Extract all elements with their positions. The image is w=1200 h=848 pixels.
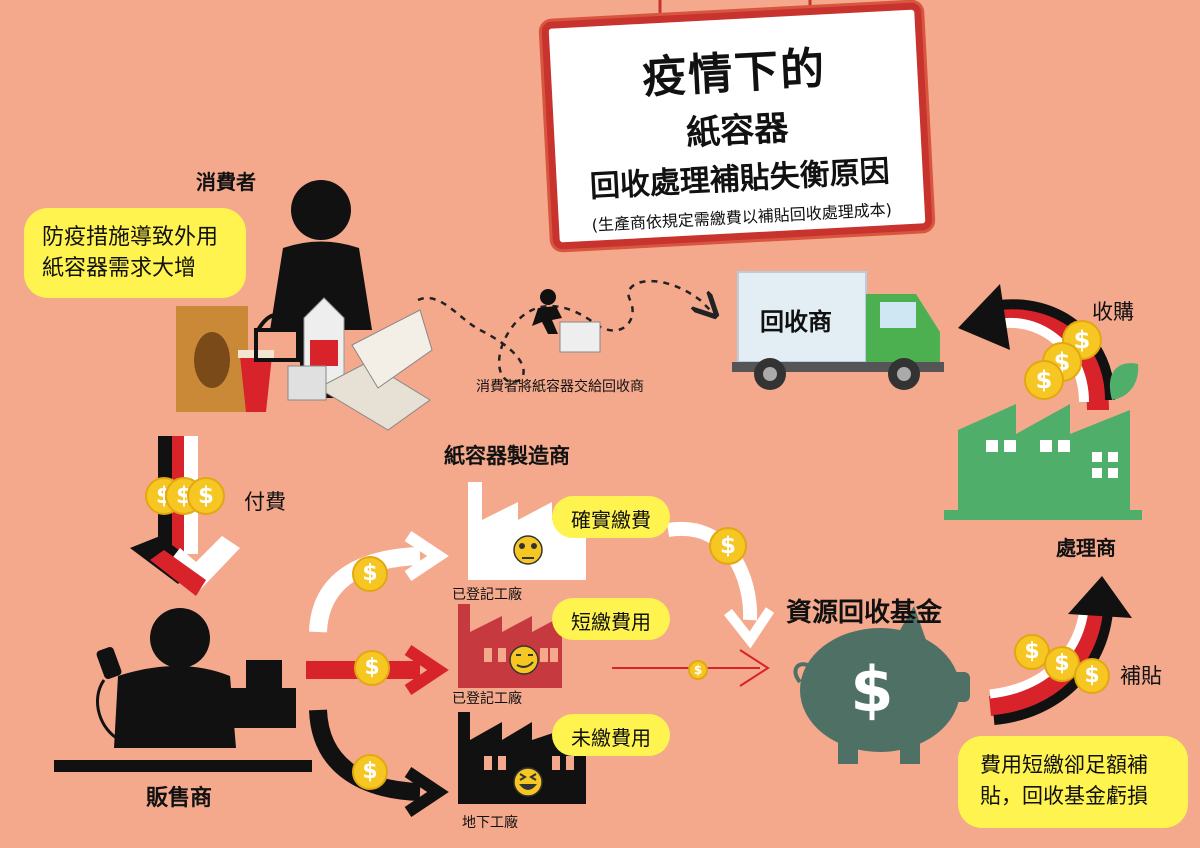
factory-1-speech: 確實繳費 — [552, 496, 670, 538]
coin-icon: $ — [1024, 360, 1064, 400]
payment-arrow — [130, 436, 240, 596]
fund-speech-line-2: 貼，回收基金虧損 — [980, 784, 1148, 808]
eye-roll-face-icon — [513, 535, 543, 565]
laughing-face-icon — [513, 767, 543, 797]
paper-bag-icon — [176, 306, 248, 412]
subsidy-label: 補貼 — [1120, 664, 1162, 688]
smirk-face-icon — [509, 645, 539, 675]
food-box-icon — [287, 309, 433, 431]
full-payment-arrow-head — [724, 607, 775, 649]
factory-2-speech: 短繳費用 — [552, 598, 670, 640]
consumer-label: 消費者 — [196, 170, 256, 194]
factory-3-speech: 未繳費用 — [552, 714, 670, 756]
factory-2-label: 已登記工廠 — [452, 691, 522, 707]
payment-label: 付費 — [244, 490, 286, 514]
factory-registered-red-icon — [458, 604, 562, 688]
basket-icon — [254, 313, 300, 362]
coin-icon: $ — [352, 556, 388, 592]
factory-3-label: 地下工廠 — [462, 815, 518, 831]
processor-factory-icon — [944, 363, 1142, 520]
consumer-speech-line-2: 紙容器需求大增 — [42, 256, 197, 281]
coin-icon: $ — [354, 650, 390, 686]
short-payment-arrow-head — [739, 649, 770, 687]
coin-icon: $ — [352, 754, 388, 790]
truck-icon — [732, 271, 944, 390]
coin-icon: $ — [709, 527, 747, 565]
fund-label: 資源回收基金 — [786, 598, 943, 628]
running-person-icon — [532, 289, 601, 353]
piggy-dollar-icon: $ — [850, 653, 894, 726]
fund-speech-line-1: 費用短繳卻足額補 — [980, 753, 1148, 777]
coin-icon: $ — [1062, 320, 1102, 360]
piggy-bank-icon — [793, 606, 970, 764]
handover-caption: 消費者將紙容器交給回收商 — [476, 379, 644, 395]
consumer-speech-bubble: 防疫措施導致外用 紙容器需求大增 — [24, 208, 246, 298]
truck-label: 回收商 — [760, 308, 832, 336]
handover-dashed-path — [417, 279, 712, 384]
purchase-label: 收購 — [1092, 300, 1134, 324]
consumer-speech-line-1: 防疫措施導致外用 — [42, 225, 219, 250]
title-sign: 疫情下的 紙容器 回收處理補貼失衡原因 (生產商依規定需繳費以補貼回收處理成本) — [541, 2, 933, 250]
processor-label: 處理商 — [1056, 536, 1116, 560]
coin-icon: $ — [187, 477, 225, 515]
factory-1-label: 已登記工廠 — [452, 587, 522, 603]
coin-icon: $ — [1074, 658, 1110, 694]
fund-speech-bubble: 費用短繳卻足額補 貼，回收基金虧損 — [958, 736, 1188, 828]
manufacturer-heading: 紙容器製造商 — [444, 444, 570, 468]
coin-icon: $ — [688, 660, 708, 680]
retailer-icon — [54, 608, 312, 772]
retailer-label: 販售商 — [146, 786, 213, 811]
